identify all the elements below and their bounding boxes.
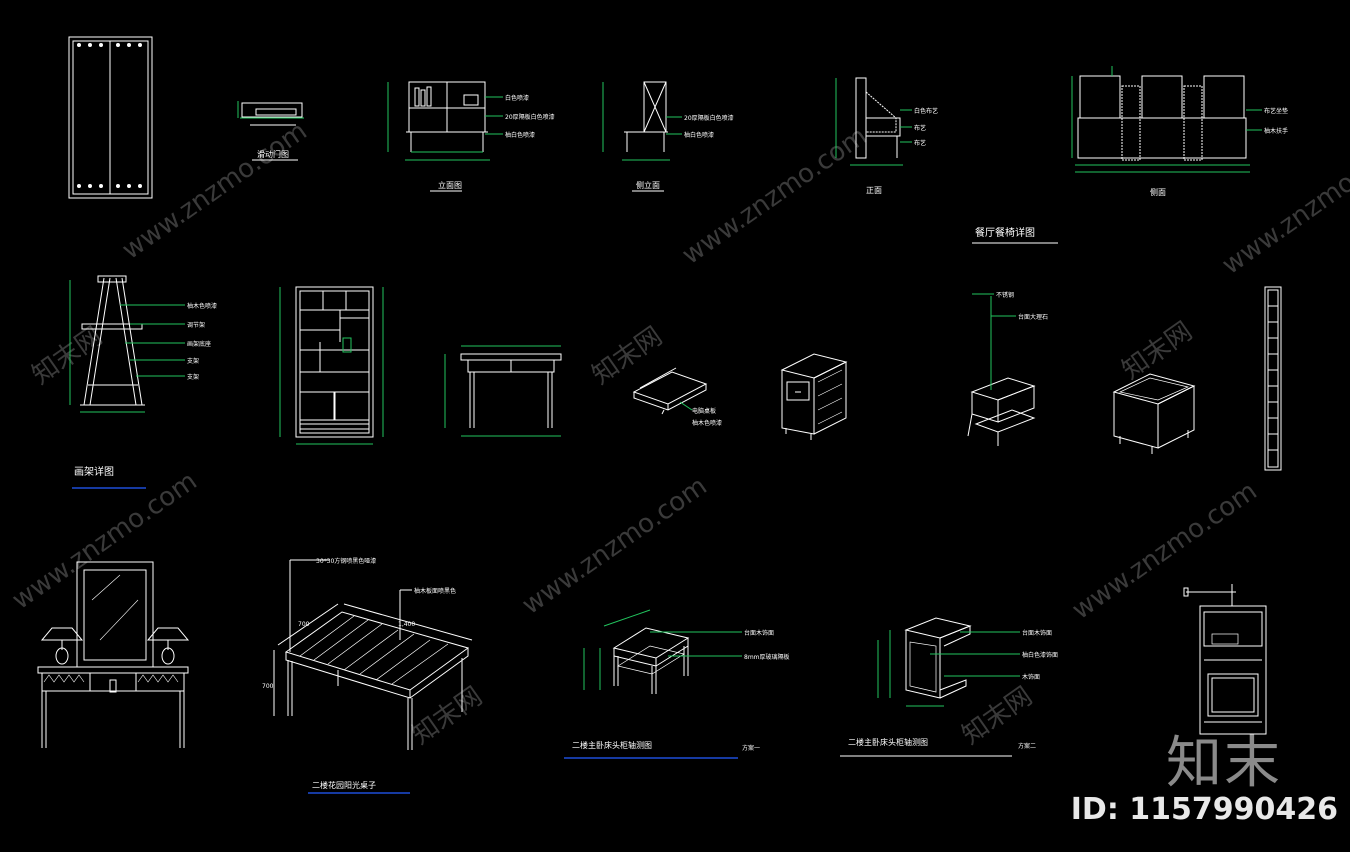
- easel-elevation: 柚木色喷漆 调节架 画架底座 支架 支架 画架详图: [69, 275, 217, 489]
- tv-cabinet-elevation: [1183, 584, 1267, 735]
- chair-note-3: 布艺: [914, 139, 926, 147]
- planter-box-axonometric: [1112, 373, 1196, 454]
- side-cabinet-axonometric: [780, 353, 848, 440]
- cabinet-note-2: 20厚隔板白色喷漆: [505, 113, 555, 121]
- side-table-note-1: 不锈钢: [996, 291, 1014, 299]
- shelf-cabinet-elevation: 白色喷漆 20厚隔板白色喷漆 柚白色喷漆 立面图: [387, 81, 555, 192]
- garden-table-axonometric: 30*30方钢喷黑色哑漆 柚木板面喷黑色 1,400 700 700 二楼花园阳…: [262, 557, 473, 794]
- easel-note-3: 画架底座: [187, 340, 211, 348]
- easel-note-4: 支架: [187, 357, 199, 365]
- table-height-dim: 700: [262, 683, 274, 690]
- bench-note-1: 布艺坐垫: [1264, 107, 1288, 115]
- front-title: 正面: [866, 186, 882, 195]
- side-note-1: 20厚隔板白色喷漆: [684, 114, 734, 122]
- garden-table-title: 二楼花园阳光桌子: [312, 780, 376, 790]
- side-table-axonometric: 不锈钢 台面大理石: [967, 291, 1048, 446]
- option-b-label: 方案二: [1018, 742, 1036, 750]
- ns-a-note-1: 台面木饰面: [744, 629, 774, 637]
- tray-note-2: 柚木色喷漆: [692, 419, 722, 427]
- brand-logo: 知末: [1166, 731, 1282, 796]
- bench-note-2: 柚木扶手: [1264, 127, 1288, 135]
- tray-note-1: 电脑桌板: [692, 407, 716, 415]
- side-elevation: 20厚隔板白色喷漆 柚白色喷漆 侧立面: [602, 81, 734, 192]
- table-note-1: 30*30方钢喷黑色哑漆: [316, 557, 376, 565]
- display-shelf-elevation: [279, 286, 384, 445]
- ladder-shelf-elevation: [1264, 286, 1282, 471]
- nightstand-a-axonometric: 台面木饰面 8mm厚玻璃隔板 二楼主卧床头柜轴测图 方案一: [564, 609, 790, 759]
- side-note-2: 柚白色喷漆: [684, 131, 714, 139]
- nightstand-b-axonometric: 台面木饰面 柚白色漆饰面 木饰面 二楼主卧床头柜轴测图 方案二: [840, 617, 1058, 757]
- door-elevation: [68, 36, 153, 199]
- restaurant-detail-title: 餐厅餐椅详图: [975, 226, 1035, 239]
- easel-detail-title: 画架详图: [74, 465, 114, 478]
- side-table-note-2: 台面大理石: [1018, 313, 1048, 321]
- nightstand-a-title: 二楼主卧床头柜轴测图: [572, 740, 652, 750]
- side-title: 侧面: [1150, 187, 1166, 197]
- easel-note-5: 支架: [187, 373, 199, 381]
- easel-note-1: 柚木色喷漆: [187, 302, 217, 310]
- ns-b-note-1: 台面木饰面: [1022, 629, 1052, 637]
- cabinet-note-3: 柚白色喷漆: [505, 131, 535, 139]
- front-elev-title: 立面图: [438, 180, 462, 190]
- chair-note-2: 布艺: [914, 124, 926, 132]
- table-note-2: 柚木板面喷黑色: [414, 587, 456, 595]
- ns-b-note-3: 木饰面: [1022, 673, 1040, 681]
- option-a-label: 方案一: [742, 744, 760, 752]
- ns-b-note-2: 柚白色漆饰面: [1022, 651, 1058, 659]
- side-elev-title: 侧立面: [636, 180, 660, 190]
- easel-note-2: 调节架: [187, 321, 205, 329]
- sliding-door-plan: 滑动门图: [237, 101, 304, 161]
- sliding-door-title: 滑动门图: [257, 149, 289, 159]
- desk-elevation: [444, 345, 562, 437]
- vanity-table-elevation: [37, 561, 190, 748]
- nightstand-b-title: 二楼主卧床头柜轴测图: [848, 737, 928, 747]
- bench-side-elevation: 布艺坐垫 柚木扶手 侧面 餐厅餐椅详图: [972, 66, 1288, 244]
- table-width-dim: 1,400: [398, 621, 415, 628]
- table-depth-dim: 700: [298, 621, 310, 628]
- chair-note-1: 白色布艺: [914, 107, 938, 115]
- laptop-tray-axonometric: 电脑桌板 柚木色喷漆: [632, 367, 722, 427]
- resource-id: ID: 1157990426: [1070, 792, 1338, 827]
- cabinet-note-1: 白色喷漆: [505, 94, 529, 102]
- ns-a-note-2: 8mm厚玻璃隔板: [744, 653, 790, 661]
- chair-front-elevation: 白色布艺 布艺 布艺 正面: [835, 77, 938, 195]
